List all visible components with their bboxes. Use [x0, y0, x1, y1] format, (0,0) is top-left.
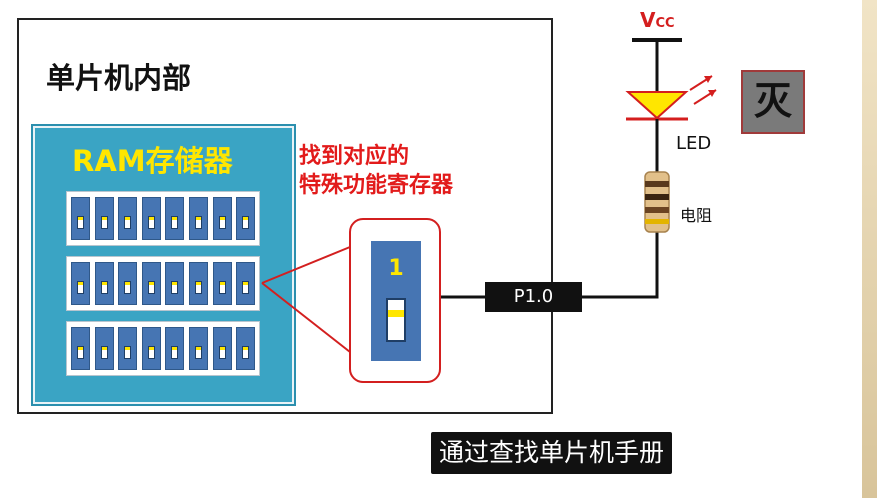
bit-slot — [147, 216, 155, 229]
resistor-band — [645, 207, 669, 213]
register-bit — [141, 262, 161, 305]
mcu-title: 单片机内部 — [46, 61, 192, 95]
bit-slot — [242, 346, 250, 359]
resistor-band — [645, 194, 669, 200]
register-bit — [212, 327, 232, 370]
register-bit — [141, 327, 161, 370]
bit-slot — [77, 216, 84, 229]
register-bit — [94, 327, 114, 370]
bit-slot — [124, 281, 132, 294]
bit-slot — [77, 346, 84, 359]
callout-line1: 找到对应的 — [299, 144, 410, 169]
background-strip — [862, 0, 877, 498]
register-bit — [189, 262, 208, 305]
register-bit — [118, 327, 138, 370]
register-row — [66, 256, 260, 311]
bit-slot — [218, 346, 226, 359]
wire-port-to-rail — [582, 232, 659, 299]
register-bit — [236, 262, 256, 305]
register-bit — [94, 262, 114, 305]
vcc-sub: CC — [655, 16, 675, 31]
bit-slot — [77, 281, 84, 294]
zoomed-bit-slot — [386, 298, 406, 342]
bit-slot — [242, 216, 250, 229]
register-bit — [71, 327, 90, 370]
bit-slot — [171, 216, 179, 229]
resistor-band — [645, 219, 669, 224]
bit-slot — [195, 346, 202, 359]
bit-slot — [147, 281, 155, 294]
bit-slot — [124, 216, 132, 229]
callout-line2: 特殊功能寄存器 — [299, 173, 454, 198]
callout-line-bottom — [261, 282, 351, 353]
light-arrowhead-icon — [704, 76, 712, 83]
register-bit — [118, 262, 138, 305]
vcc-main: V — [640, 8, 656, 32]
bit-slot — [100, 346, 108, 359]
led-label: LED — [676, 133, 712, 154]
bit-slot — [242, 281, 250, 294]
light-arrowhead-icon — [708, 90, 716, 97]
register-bit — [94, 197, 114, 240]
bit-slot — [195, 281, 202, 294]
register-row — [66, 321, 260, 376]
bit-slot — [124, 346, 132, 359]
bit-slot — [195, 216, 202, 229]
register-bit — [189, 327, 208, 370]
register-bit — [165, 197, 185, 240]
bit-slot — [147, 346, 155, 359]
register-bit — [212, 262, 232, 305]
resistor-band — [645, 181, 669, 187]
port-label: P1.0 — [485, 282, 582, 312]
register-bit — [141, 197, 161, 240]
register-bit — [236, 327, 256, 370]
register-bit — [212, 197, 232, 240]
zoomed-bit-value: 1 — [388, 256, 404, 281]
register-row — [66, 191, 260, 246]
callout-line-top — [261, 246, 351, 284]
register-bit — [236, 197, 256, 240]
register-bit — [189, 197, 208, 240]
register-bit — [165, 327, 185, 370]
register-bit — [71, 197, 90, 240]
register-bit — [71, 262, 90, 305]
bit-slot — [218, 281, 226, 294]
led-state-badge: 灭 — [741, 70, 805, 134]
vcc-label: VCC — [640, 8, 675, 32]
bit-slot — [218, 216, 226, 229]
callout-text: 找到对应的 特殊功能寄存器 — [299, 142, 453, 200]
led-symbol-icon — [625, 91, 689, 120]
register-bit — [165, 262, 185, 305]
bit-slot — [171, 281, 179, 294]
subtitle-caption: 通过查找单片机手册 — [431, 432, 673, 474]
bit-slot — [100, 281, 108, 294]
ram-title: RAM存储器 — [72, 144, 233, 178]
register-bit — [118, 197, 138, 240]
resistor-label: 电阻 — [680, 206, 713, 225]
bit-slot — [171, 346, 179, 359]
bit-slot — [100, 216, 108, 229]
